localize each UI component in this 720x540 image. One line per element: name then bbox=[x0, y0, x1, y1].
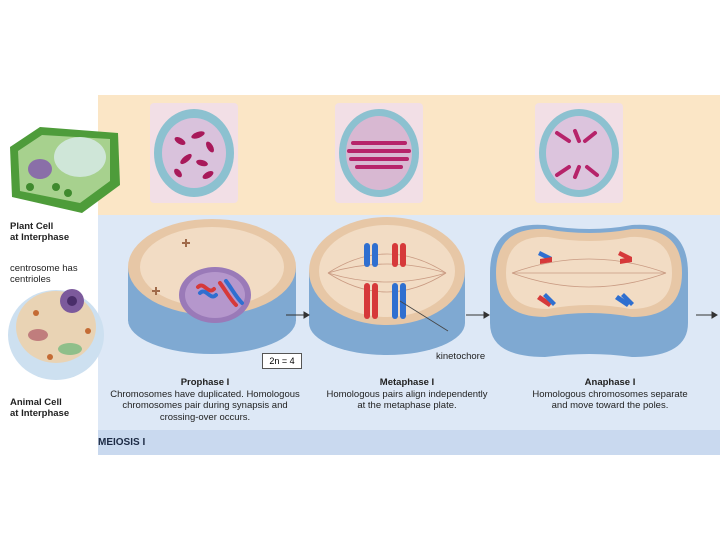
animal-cell-illustration bbox=[8, 289, 104, 380]
prophase-cell bbox=[128, 219, 296, 354]
metaphase-caption: Metaphase I Homologous pairs align indep… bbox=[312, 377, 502, 412]
anaphase-cell bbox=[490, 225, 688, 357]
ploidy-box: 2n = 4 bbox=[262, 353, 302, 369]
prophase-caption: Prophase I Chromosomes have duplicated. … bbox=[100, 377, 310, 423]
kinetochore-label: kinetochore bbox=[436, 351, 485, 362]
section-label: MEIOSIS I bbox=[98, 437, 145, 448]
plant-cell-illustration bbox=[10, 127, 120, 213]
anaphase-title: Anaphase I bbox=[510, 377, 710, 389]
metaphase-cell bbox=[309, 217, 465, 355]
prophase-title: Prophase I bbox=[100, 377, 310, 389]
metaphase-title: Metaphase I bbox=[312, 377, 502, 389]
anaphase-caption: Anaphase I Homologous chromosomes separa… bbox=[510, 377, 710, 412]
